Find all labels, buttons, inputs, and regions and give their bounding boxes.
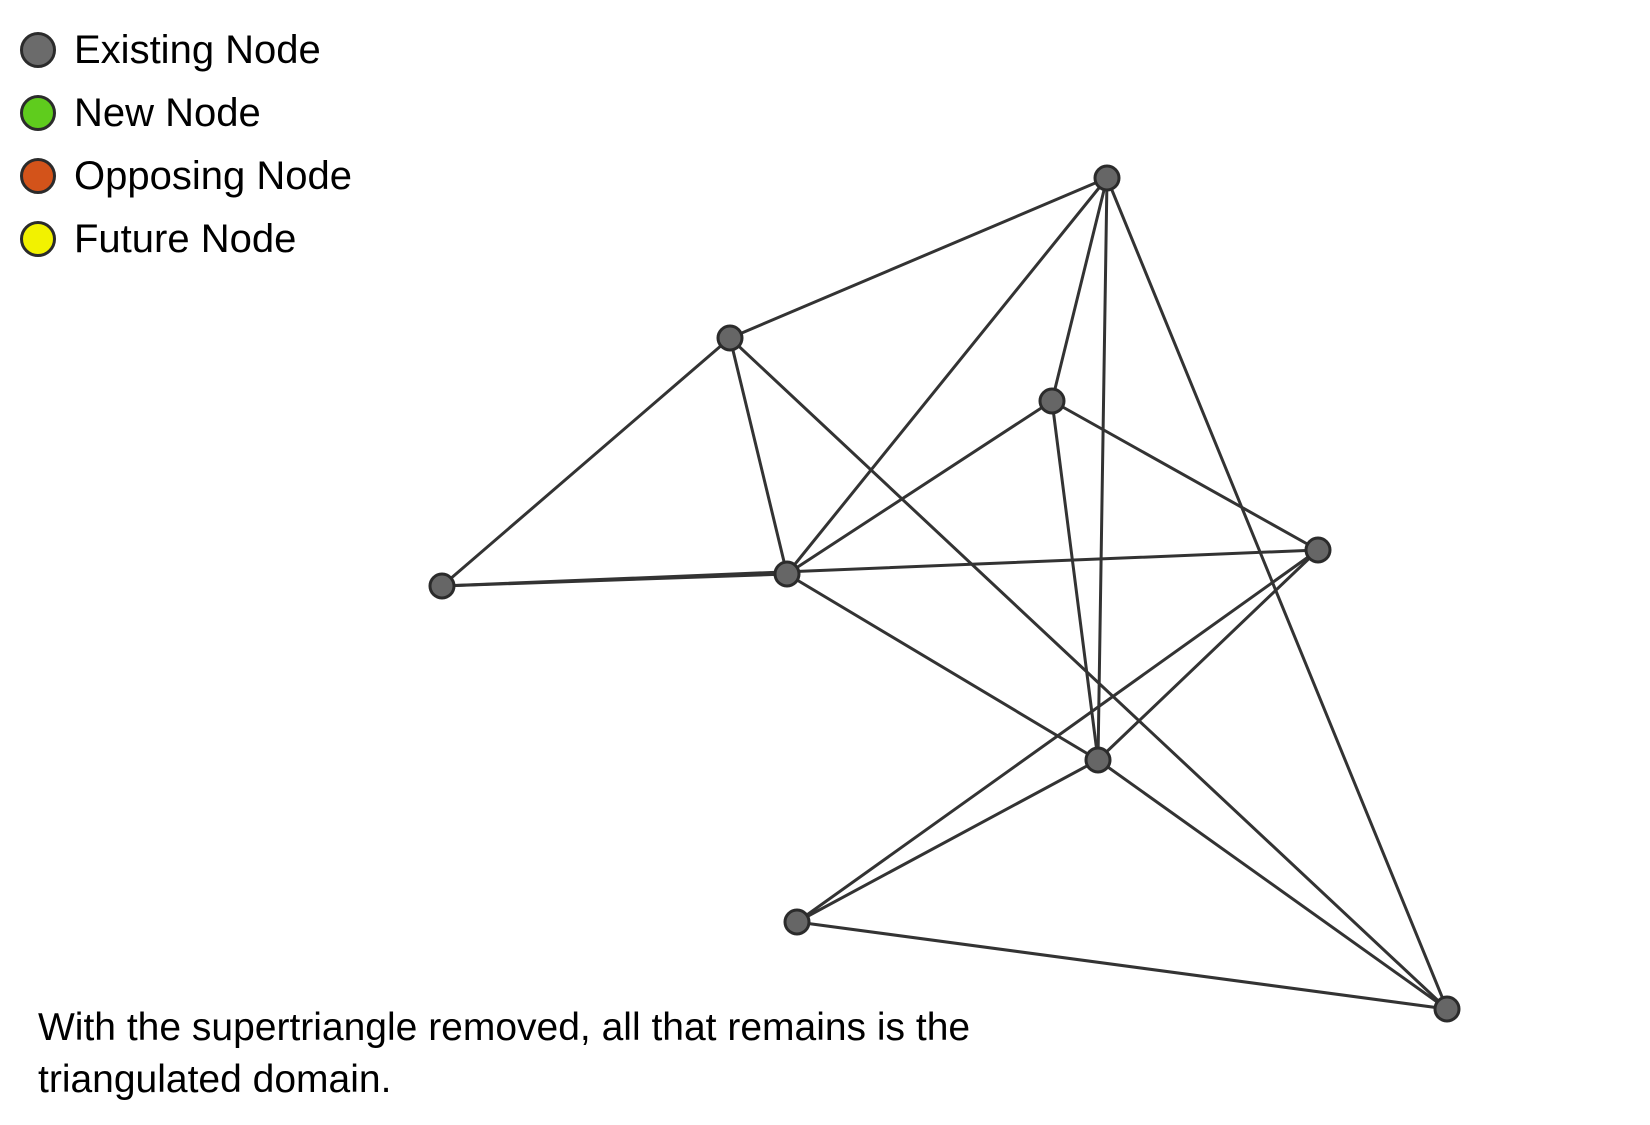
edge-E-H: [1096, 176, 1109, 762]
mesh-edges: [440, 176, 1449, 1011]
legend-label: New Node: [74, 90, 261, 135]
edge-F-H: [1096, 548, 1320, 762]
node-D: [1038, 387, 1066, 415]
edge-E-G: [1105, 176, 1449, 1011]
edge-C-D: [785, 399, 1054, 576]
node-A: [428, 572, 456, 600]
legend-label: Future Node: [74, 216, 297, 261]
edge-B-C: [728, 336, 789, 576]
edge-H-G: [1096, 758, 1449, 1011]
legend: Existing Node New Node Opposing Node Fut…: [20, 18, 352, 270]
edge-C-H: [785, 572, 1100, 762]
edge-F-I: [795, 548, 1320, 924]
new-node-swatch-icon: [20, 94, 56, 131]
future-node-swatch-icon: [20, 220, 56, 257]
caption-line-1: With the supertriangle removed, all that…: [38, 1006, 971, 1049]
edge-B-E: [728, 176, 1109, 340]
edge-E-D: [1050, 176, 1109, 403]
legend-item-existing-node: Existing Node: [20, 18, 352, 81]
node-B: [716, 324, 744, 352]
legend-item-new-node: New Node: [20, 81, 352, 144]
caption: With the supertriangle removed, all that…: [38, 1002, 1088, 1106]
node-F: [1304, 536, 1332, 564]
edge-B-G: [728, 336, 1449, 1011]
edge-C-E: [785, 176, 1109, 576]
legend-item-future-node: Future Node: [20, 207, 352, 270]
node-C: [773, 560, 801, 588]
opposing-node-swatch-icon: [20, 157, 56, 194]
node-I: [783, 908, 811, 936]
edge-H-I: [795, 758, 1100, 924]
existing-node-swatch-icon: [20, 31, 56, 68]
edge-G-I: [795, 920, 1449, 1011]
edge-B-A: [440, 336, 732, 588]
node-G: [1433, 995, 1461, 1023]
mesh-nodes: [428, 164, 1461, 1023]
legend-item-opposing-node: Opposing Node: [20, 144, 352, 207]
caption-line-2: triangulated domain.: [38, 1058, 392, 1101]
edge-D-F: [1050, 399, 1320, 552]
node-E: [1093, 164, 1121, 192]
edge-D-H: [1050, 399, 1100, 762]
edge-A-F: [440, 548, 1320, 588]
legend-label: Opposing Node: [74, 153, 352, 198]
legend-label: Existing Node: [74, 27, 321, 72]
node-H: [1084, 746, 1112, 774]
